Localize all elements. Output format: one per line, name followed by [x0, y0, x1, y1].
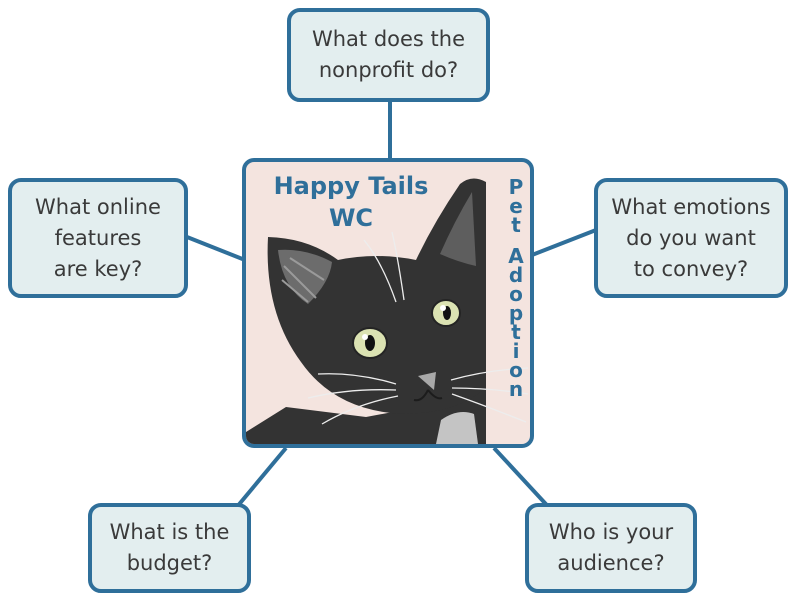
tagline-letter: d: [508, 263, 524, 287]
question-text-online-features: What online features are key?: [35, 194, 161, 281]
connector-right: [531, 228, 597, 257]
tagline-letter: t: [511, 320, 521, 344]
tagline-letter: A: [508, 244, 524, 268]
black-cat-illustration: [246, 178, 529, 444]
tagline-letter: i: [512, 339, 520, 363]
question-box-top[interactable]: What does the nonprofit do?: [287, 8, 490, 102]
tagline-letter: o: [509, 282, 523, 306]
connector-left: [186, 235, 246, 262]
question-box-bottom-right[interactable]: Who is your audience?: [525, 503, 697, 593]
tagline-letter: e: [509, 194, 523, 218]
brand-subtitle: WC: [328, 204, 374, 232]
tagline-letter: t: [511, 213, 521, 237]
tagline-letter: P: [508, 175, 524, 199]
tagline-letter: p: [508, 301, 524, 325]
question-text-emotions: What emotions do you want to convey?: [611, 194, 771, 281]
question-box-right[interactable]: What emotions do you want to convey?: [594, 178, 788, 298]
brand-name: Happy Tails: [273, 172, 429, 200]
tagline-letter: n: [508, 377, 524, 401]
question-text-budget: What is the budget?: [109, 520, 230, 575]
question-box-left[interactable]: What online features are key?: [8, 178, 188, 298]
question-text-nonprofit: What does the nonprofit do?: [311, 27, 466, 82]
question-box-bottom-left[interactable]: What is the budget?: [88, 503, 251, 593]
tagline-letter: o: [509, 358, 523, 382]
question-text-audience: Who is your audience?: [548, 520, 674, 575]
